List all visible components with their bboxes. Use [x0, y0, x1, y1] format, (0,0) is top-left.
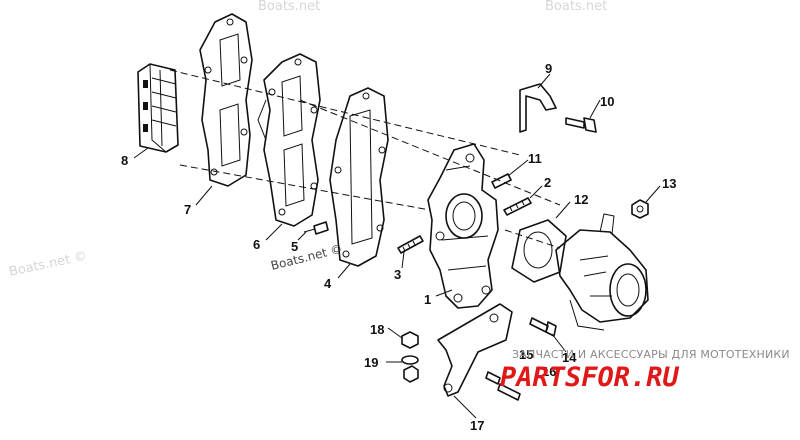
callout-5: 5 [291, 239, 298, 254]
bolt-part-10 [565, 117, 597, 133]
nut-part-13 [631, 199, 649, 219]
reed-block-part-8 [137, 63, 179, 153]
callout-3: 3 [394, 267, 401, 282]
callout-9: 9 [545, 61, 552, 76]
carburetor-gasket-part-12 [511, 219, 567, 283]
bolt-part-16 [497, 383, 521, 401]
callout-16: 16 [542, 364, 556, 379]
washer-part-19 [401, 355, 419, 383]
stud-part-11 [491, 173, 512, 189]
watermark-top: Boats.net [258, 0, 320, 14]
bracket-part-9 [519, 83, 557, 133]
watermark-top-right: Boats.net [545, 0, 607, 14]
callout-1: 1 [424, 292, 431, 307]
intake-manifold-part-1 [427, 143, 499, 309]
callout-7: 7 [184, 202, 191, 217]
watermark-left: Boats.net © [8, 249, 89, 280]
callout-2: 2 [544, 175, 551, 190]
callout-6: 6 [253, 237, 260, 252]
stud-part-3 [397, 235, 424, 254]
footer-caption: ЗАПЧАСТИ И АКСЕССУАРЫ ДЛЯ МОТОТЕХНИКИ [512, 348, 790, 361]
nut-part-18 [401, 331, 419, 349]
callout-18: 18 [370, 322, 384, 337]
callout-4: 4 [324, 276, 332, 291]
bolt-part-15 [485, 371, 501, 385]
stud-part-2 [503, 197, 532, 216]
assembly-axis-lines [169, 69, 561, 249]
callout-numbers: 1 2 3 4 5 6 7 8 9 10 11 12 13 14 15 16 1… [121, 61, 676, 433]
callout-15: 15 [519, 347, 533, 362]
callout-19: 19 [364, 355, 378, 370]
screw-part-5 [303, 221, 329, 235]
callout-13: 13 [662, 176, 676, 191]
watermark-center: Boats.net © [269, 242, 343, 273]
footer-logo: PARTSFOR.RU [500, 362, 680, 393]
callout-leader-lines [133, 73, 661, 419]
callout-8: 8 [121, 153, 128, 168]
callout-17: 17 [470, 418, 484, 433]
reed-plate-part-6 [257, 53, 321, 227]
callout-12: 12 [574, 192, 588, 207]
callout-14: 14 [562, 350, 577, 365]
bolt-part-14 [529, 317, 557, 337]
callout-10: 10 [600, 94, 614, 109]
gasket-part-4 [329, 87, 389, 267]
gasket-part-7 [199, 13, 253, 187]
mounting-bracket-part-17 [437, 303, 513, 397]
callout-11: 11 [528, 151, 542, 166]
carburetor-assembly [555, 213, 649, 331]
